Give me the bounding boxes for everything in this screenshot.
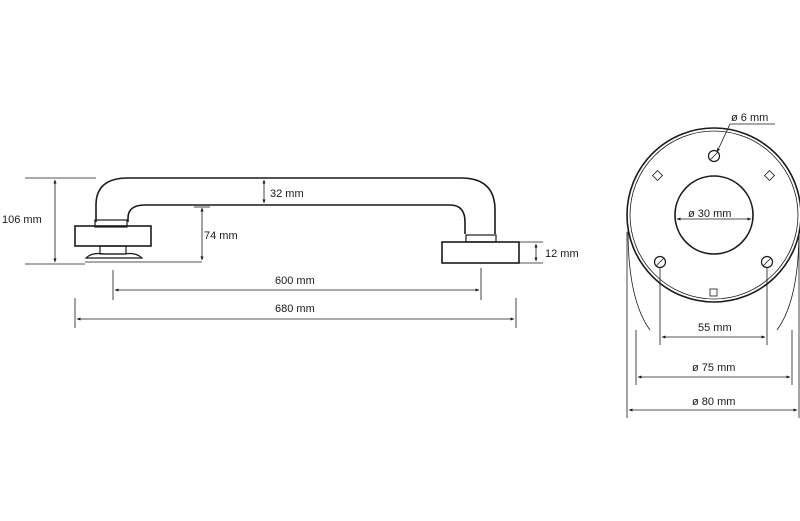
screw-hole-left xyxy=(653,255,667,269)
dim-80mm: ø 80 mm xyxy=(692,396,735,408)
tab-upper-right xyxy=(763,169,776,182)
rosette-inner-circle xyxy=(629,130,799,300)
right-base-plate xyxy=(441,241,520,264)
left-base-neck xyxy=(99,245,127,255)
dim-6mm: ø 6 mm xyxy=(731,112,768,124)
dim-680mm: 680 mm xyxy=(275,303,315,315)
screw-hole-right xyxy=(760,255,774,269)
tab-bottom xyxy=(709,288,718,297)
dim-74mm: 74 mm xyxy=(204,230,238,242)
dim-600mm: 600 mm xyxy=(275,275,315,287)
center-hole xyxy=(674,175,754,255)
dim-12mm: 12 mm xyxy=(545,248,579,260)
left-base-foot xyxy=(84,252,144,259)
tab-upper-left xyxy=(651,169,664,182)
screw-hole-top xyxy=(707,149,721,163)
rosette-depth xyxy=(627,229,800,331)
dim-55mm: 55 mm xyxy=(698,322,732,334)
dim-30mm: ø 30 mm xyxy=(688,208,731,220)
left-base-collar xyxy=(94,219,128,228)
right-base-collar xyxy=(465,234,497,243)
end-view: ø 6 mm ø 30 mm 55 mm ø 75 mm ø 80 mm xyxy=(626,112,800,418)
dim-106mm: 106 mm xyxy=(2,214,42,226)
side-view: 106 mm 32 mm 74 mm 12 mm 600 mm 680 mm xyxy=(2,177,579,328)
grab-bar-tube-outer xyxy=(95,177,496,234)
left-base-plate xyxy=(74,225,152,247)
rosette-outer-circle xyxy=(626,127,800,303)
grab-bar-tube-inner xyxy=(127,204,466,234)
dim-32mm: 32 mm xyxy=(270,188,304,200)
dim-75mm: ø 75 mm xyxy=(692,362,735,374)
